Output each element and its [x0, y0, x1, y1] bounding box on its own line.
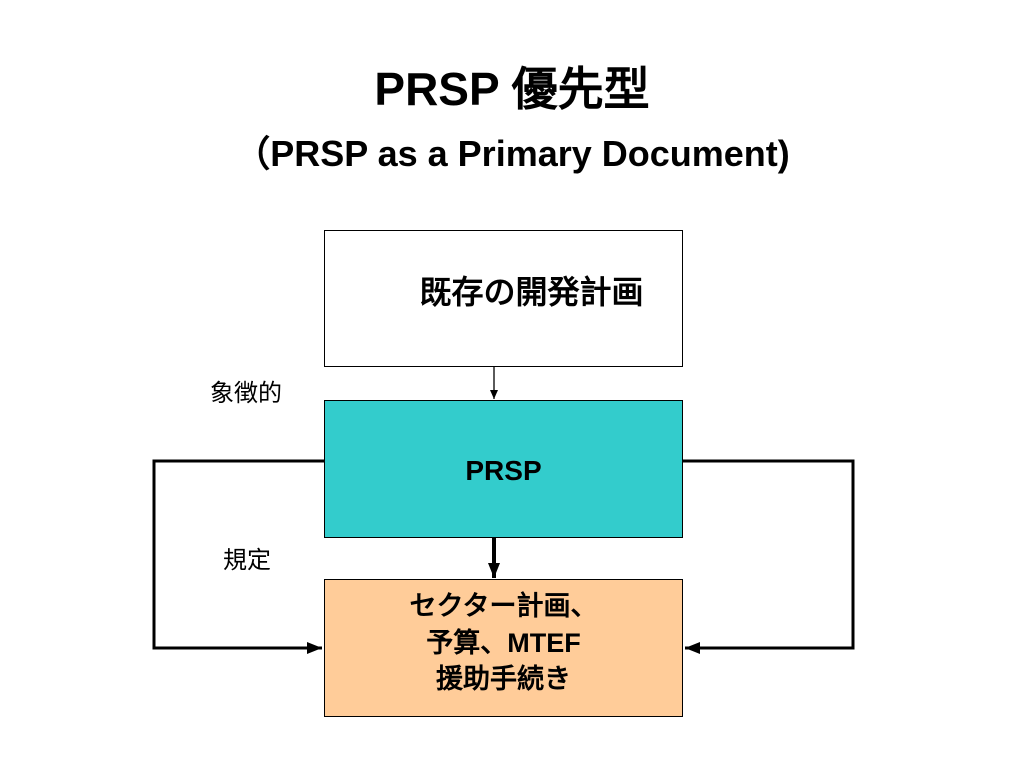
- slide-subtitle: （PRSP as a Primary Document): [234, 133, 790, 174]
- arrow-left-loop: [152, 459, 324, 654]
- sector-plan-line: セクター計画、: [409, 591, 598, 622]
- regulate-label: 規定: [223, 547, 271, 574]
- prsp-box: PRSP: [324, 400, 683, 538]
- symbolic-label: 象徴的: [210, 380, 282, 407]
- budget-mtef-line: 予算、MTEF: [426, 627, 581, 658]
- arrow-right-loop: [683, 459, 855, 654]
- sector-plan-box: セクター計画、 予算、MTEF 援助手続き: [324, 579, 683, 717]
- existing-development-plan-label: 既存の開発計画: [419, 273, 644, 310]
- existing-development-plan-box: 既存の開発計画: [324, 230, 683, 367]
- slide-title: PRSP 優先型: [374, 63, 650, 115]
- aid-procedures-line: 援助手続き: [436, 664, 571, 695]
- prsp-label: PRSP: [465, 455, 542, 486]
